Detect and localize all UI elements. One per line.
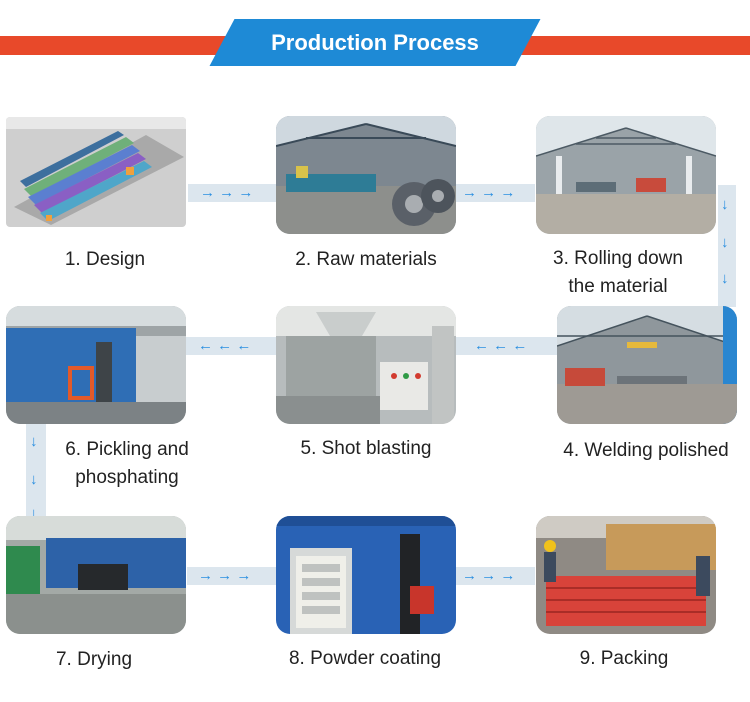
arrow-left-icon: ← ← ←: [474, 337, 528, 354]
arrow-down-icon: ↓: [721, 270, 729, 287]
page-title: Production Process: [271, 30, 479, 55]
header-stripe-right: [500, 36, 750, 55]
connector-2-3: [455, 184, 535, 202]
packing-red-racks-image: [536, 516, 716, 634]
step-caption: 7. Drying: [55, 649, 133, 670]
welding-workshop-image: [557, 306, 737, 424]
arrow-down-icon: ↓: [30, 505, 38, 522]
arrow-right-icon: → → →: [462, 567, 516, 584]
drying-room-image: [6, 516, 186, 634]
step-caption: 9. Packing: [579, 648, 669, 669]
powder-coating-booth-image: [276, 516, 456, 634]
connector-7-8: [187, 567, 276, 585]
design-3d-render-image: [6, 117, 186, 227]
arrow-down-icon: ↓: [721, 196, 729, 213]
connector-8-9: [455, 567, 535, 585]
connector-6-7: [26, 424, 46, 518]
shot-blasting-machine-image: [276, 306, 456, 424]
step-caption: 2. Raw materials: [295, 249, 437, 270]
step-caption: 4. Welding polished: [563, 440, 729, 461]
pickling-tank-line-image: [6, 306, 186, 424]
arrow-right-icon: → → →: [200, 184, 254, 201]
arrow-right-icon: → → →: [198, 567, 252, 584]
step-caption: 8. Powder coating: [288, 648, 442, 669]
header-stripe-left: [0, 36, 260, 55]
arrow-down-icon: ↓: [30, 433, 38, 450]
connector-3-4: [718, 185, 736, 307]
arrow-right-icon: → → →: [462, 184, 516, 201]
step-caption: 5. Shot blasting: [300, 438, 432, 459]
connector-5-6: [186, 337, 276, 355]
arrow-left-icon: ← ← ←: [198, 337, 252, 354]
step-caption: 3. Rolling down the material: [553, 248, 683, 297]
roll-forming-hall-image: [536, 116, 716, 234]
step-caption: 1. Design: [64, 249, 146, 270]
arrow-down-icon: ↓: [721, 234, 729, 251]
step-caption: 6. Pickling and phosphating: [65, 439, 189, 488]
connector-1-2: [188, 184, 276, 202]
arrow-down-icon: ↓: [30, 471, 38, 488]
connector-4-5: [455, 337, 557, 355]
steel-coils-factory-image: [276, 116, 456, 234]
